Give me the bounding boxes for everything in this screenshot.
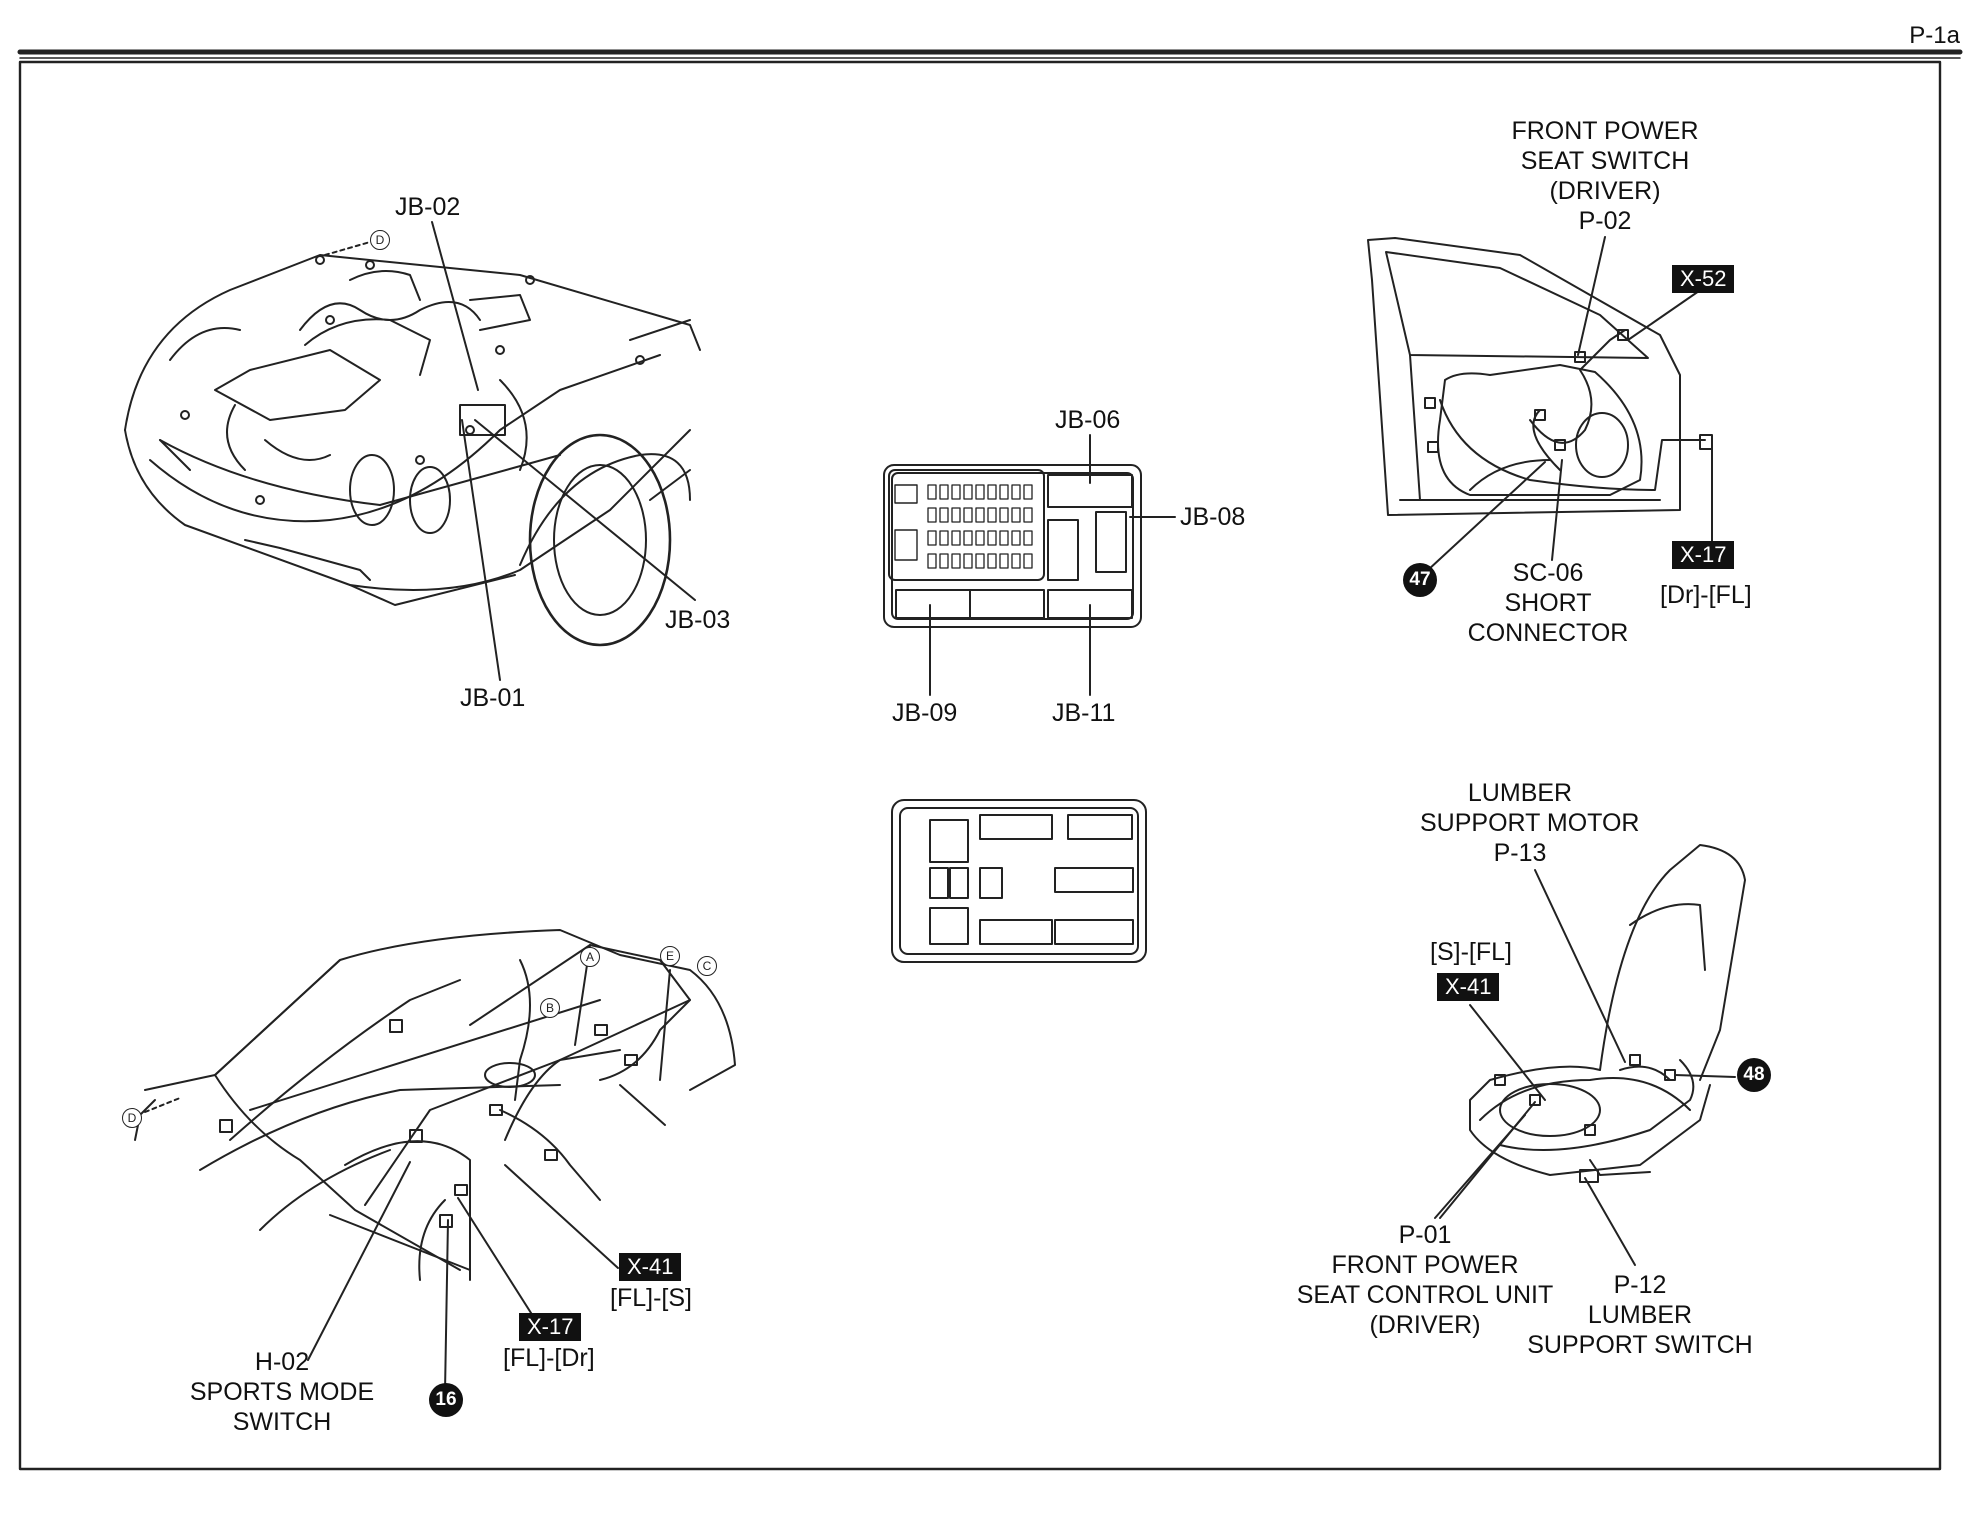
label-dr-fl: [Dr]-[FL]	[1660, 581, 1752, 609]
tag-x-41-body: X-41	[619, 1253, 682, 1281]
label-jb-03: JB-03	[665, 606, 731, 634]
tag-x-17-door: X-17	[1672, 541, 1735, 569]
label-lumber-support-motor: LUMBER SUPPORT MOTOR P-13	[1420, 779, 1640, 867]
label-h-02-sports-mode-switch: H-02 SPORTS MODE SWITCH	[189, 1348, 375, 1436]
label-jb-08: JB-08	[1180, 503, 1246, 531]
label-p-01-seat-control-unit: P-01 FRONT POWER SEAT CONTROL UNIT (DRIV…	[1296, 1221, 1554, 1339]
label-p-12-lumber-support-switch: P-12 LUMBER SUPPORT SWITCH	[1527, 1271, 1753, 1359]
label-jb-01: JB-01	[460, 684, 526, 712]
engine-bay-drawing	[124, 221, 701, 681]
seat-drawing	[1434, 844, 1746, 1266]
badge-48: 48	[1737, 1058, 1771, 1092]
fuse-grid	[927, 484, 1033, 569]
page-id: P-1a	[1909, 22, 1960, 49]
badge-16: 16	[429, 1383, 463, 1417]
tag-x-52: X-52	[1672, 265, 1735, 293]
relay-box-drawing	[891, 799, 1147, 963]
ref-circle-c: C	[697, 956, 717, 976]
ref-circle-d-body: D	[122, 1108, 142, 1128]
label-jb-06: JB-06	[1055, 406, 1121, 434]
badge-47: 47	[1403, 563, 1437, 597]
junction-box-drawing	[883, 434, 1176, 696]
label-front-power-seat-switch: FRONT POWER SEAT SWITCH (DRIVER) P-02	[1511, 117, 1699, 235]
label-s-fl: [S]-[FL]	[1430, 938, 1512, 966]
ref-circle-b: B	[540, 998, 560, 1018]
diagram-frame	[18, 60, 1942, 1471]
label-fl-s: [FL]-[S]	[610, 1284, 692, 1312]
label-jb-11: JB-11	[1052, 699, 1116, 727]
front-door-drawing	[1367, 236, 1713, 571]
label-jb-09: JB-09	[892, 699, 958, 727]
ref-circle-a: A	[580, 947, 600, 967]
ref-circle-d-engine: D	[370, 230, 390, 250]
tag-x-17-body: X-17	[519, 1313, 582, 1341]
ref-circle-e: E	[660, 946, 680, 966]
label-fl-dr: [FL]-[Dr]	[503, 1344, 595, 1372]
tag-x-41-seat: X-41	[1437, 973, 1500, 1001]
body-side-drawing	[134, 929, 736, 1393]
label-sc-06-short-connector: SC-06 SHORT CONNECTOR	[1467, 559, 1629, 647]
label-jb-02: JB-02	[395, 193, 461, 221]
